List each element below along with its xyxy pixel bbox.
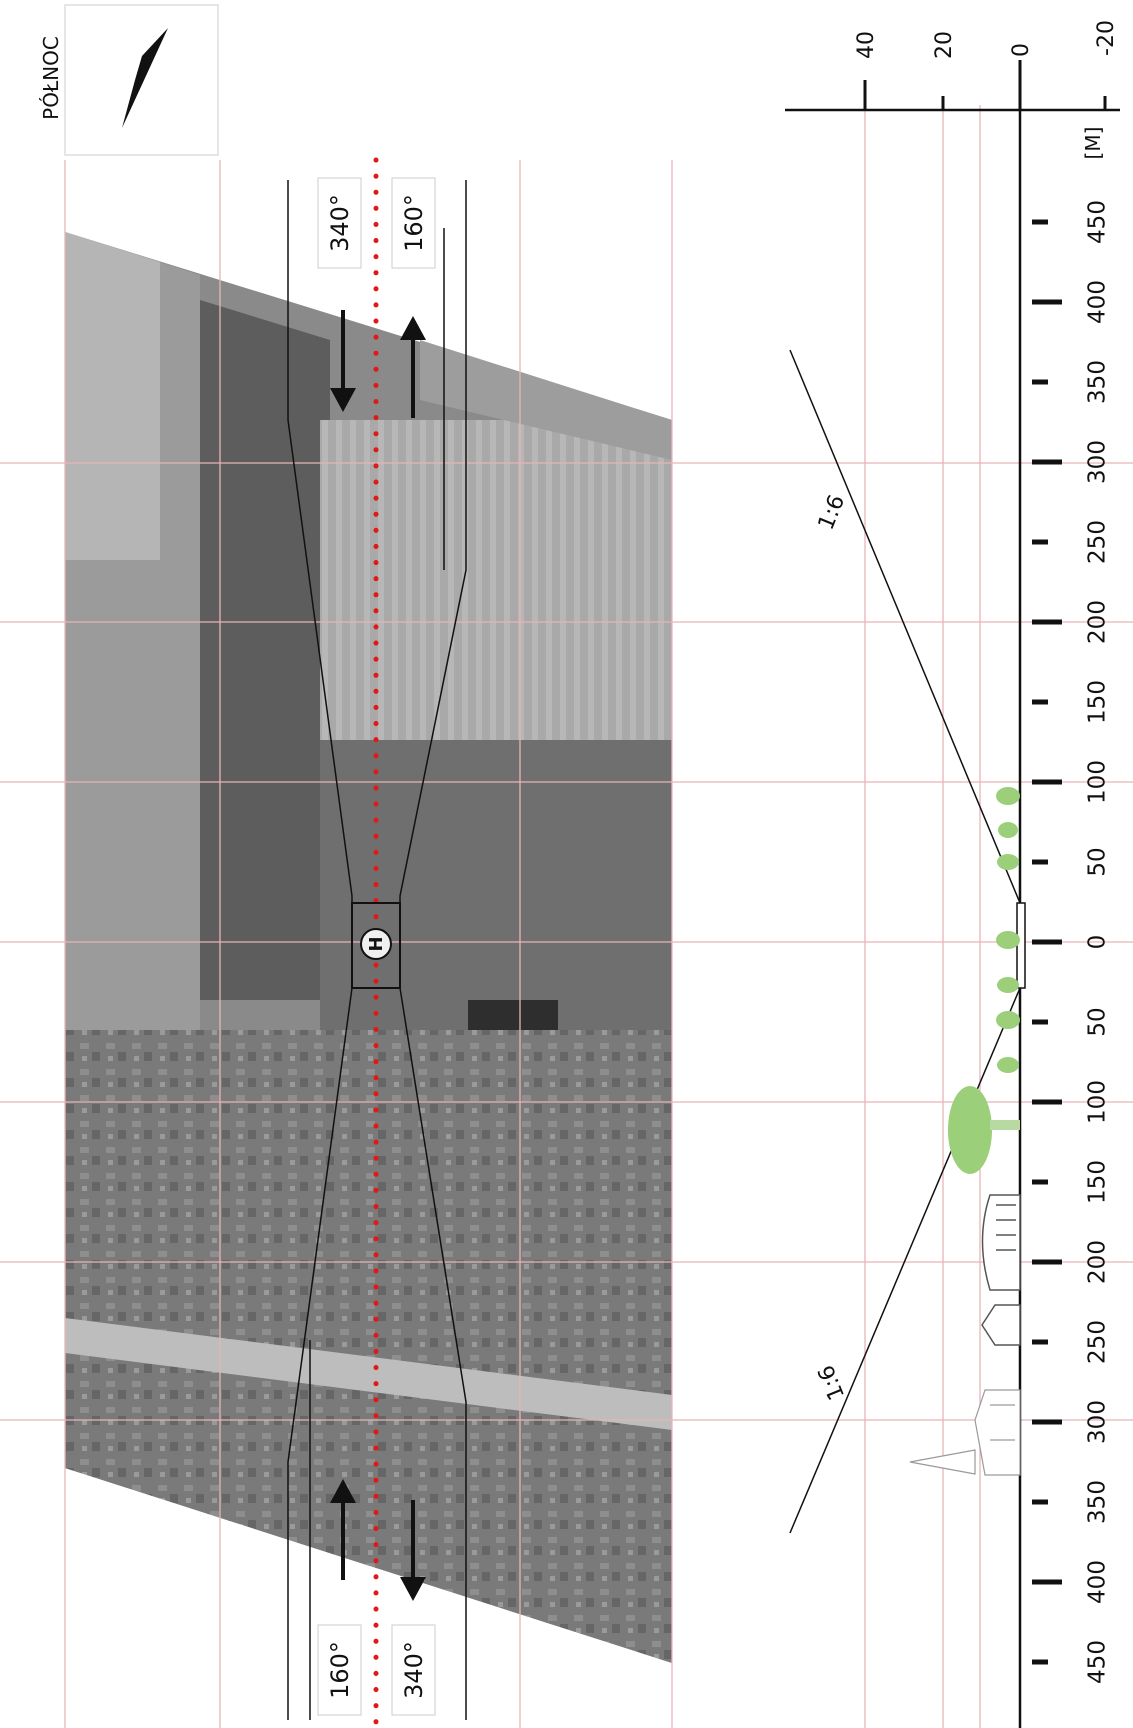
bearing-labels: 340° 160° 160° 340° [317,177,436,1716]
church-icon [909,1389,1021,1476]
height-tick-label: 40 [854,31,879,59]
distance-tick-label: 400 [1085,1560,1111,1604]
grid-lines [0,105,1133,1728]
slope-line-lower [789,987,1021,1534]
distance-tick-label: 350 [1085,1480,1111,1524]
north-indicator: PÓŁNOC [39,4,219,156]
svg-text:160°: 160° [326,1641,354,1699]
distance-tick-label: 100 [1085,1080,1111,1124]
building-icon [981,1194,1021,1346]
distance-tick-label: 450 [1085,1640,1111,1684]
distance-ticks: 450 400 350 300 250 200 150 100 50 0 50 100 150 200 25… [1032,200,1111,1684]
distance-tick-label: 450 [1085,200,1111,244]
arrow-down-bottom-right [400,1500,426,1601]
svg-text:340°: 340° [326,194,354,252]
height-tick-label: 20 [932,31,957,59]
tree-icon [948,787,1020,1174]
slope-line-upper [789,349,1021,904]
distance-tick-label: 250 [1085,520,1111,564]
distance-tick-label: 50 [1085,1007,1111,1036]
distance-tick-label: 250 [1085,1320,1111,1364]
distance-tick-label: 50 [1085,847,1111,876]
arrow-up-top-right [400,316,426,418]
distance-tick-label: 100 [1085,760,1111,804]
svg-text:160°: 160° [400,194,428,252]
arrow-up-bottom-left [330,1479,356,1580]
distance-tick-label: 300 [1085,440,1111,484]
height-tick-label: 0 [1009,43,1034,57]
helipad-symbol: H [366,936,387,951]
height-tick-labels: 40 20 0 -20 [854,20,1119,59]
helipad-icon [360,928,392,960]
slope-label-lower: 1:6 [814,1361,850,1403]
distance-tick-label: 150 [1085,680,1111,724]
distance-tick-label: 400 [1085,280,1111,324]
slope-label-upper: 1:6 [814,491,850,533]
svg-text:340°: 340° [400,1641,428,1699]
north-label: PÓŁNOC [39,36,63,120]
north-arrow-icon [122,28,168,128]
unit-label: [M] [1081,127,1105,160]
distance-tick-label: 300 [1085,1400,1111,1444]
arrow-down-top-left [330,310,356,412]
helipad: H [351,902,401,989]
distance-tick-label: 350 [1085,360,1111,404]
obstacle-surface [789,349,1021,1534]
distance-tick-label: 200 [1085,1240,1111,1284]
bearing-bottom-left: 160° [317,1624,362,1716]
direction-arrows [330,310,426,1601]
bearing-bottom-right: 340° [391,1624,436,1716]
distance-tick-label: 150 [1085,1160,1111,1204]
profile-pad-marker [1016,902,1026,989]
height-tick-label: -20 [1094,20,1119,56]
bearing-top-right: 160° [391,177,436,269]
distance-tick-label: 0 [1085,935,1111,950]
profile-obstacles [909,787,1021,1476]
bearing-top-left: 340° [317,177,362,269]
height-axis [785,60,1120,112]
distance-tick-label: 200 [1085,600,1111,644]
